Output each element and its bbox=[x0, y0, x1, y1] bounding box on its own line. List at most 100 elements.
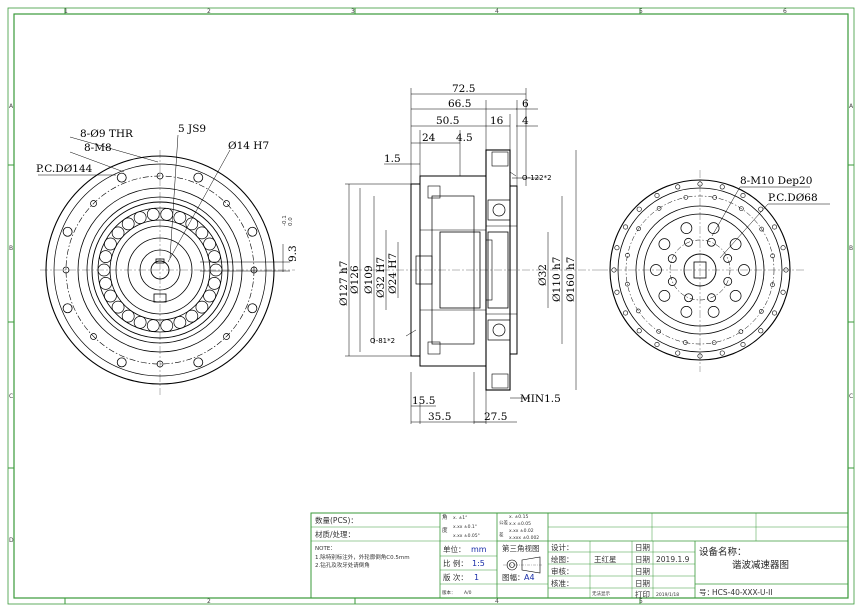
ring-hole bbox=[759, 309, 764, 314]
flange-hole bbox=[758, 328, 764, 334]
ring-hole bbox=[636, 226, 641, 231]
m10-threaded-hole bbox=[723, 254, 733, 263]
left-front-view bbox=[38, 134, 295, 395]
note-2: 2.钻孔及攻牙处请倒角 bbox=[315, 561, 370, 569]
design-label: 设计： bbox=[551, 542, 574, 552]
bearing-ball bbox=[99, 277, 112, 290]
pcd-label: P.C.DØ144 bbox=[36, 163, 93, 175]
oring-top-label: O-122*2 bbox=[522, 174, 552, 182]
ring-hole bbox=[711, 340, 717, 345]
lin-tol-4: x.xxx ±0.002 bbox=[509, 535, 539, 541]
zone-col-6: 6 bbox=[783, 8, 787, 15]
flange-hole bbox=[614, 245, 620, 251]
sheet-value: A4 bbox=[524, 573, 535, 582]
device-name: 谐波减速器图 bbox=[732, 559, 789, 571]
zone-col-5: 5 bbox=[639, 8, 643, 15]
note-title: NOTE： bbox=[315, 546, 336, 552]
zone-row-c-right: C bbox=[849, 393, 853, 400]
dim-dia-127: Ø127 h7 bbox=[338, 261, 350, 306]
key-tol-upper: -0.1 bbox=[282, 215, 288, 226]
zone-row-b-right: B bbox=[849, 245, 853, 252]
left-view-annotations: 8-Ø9 THR 8-M8 P.C.DØ144 5 JS9 Ø14 H7 9.3… bbox=[36, 123, 299, 262]
m10-threaded-hole bbox=[684, 293, 693, 303]
unit-value: mm bbox=[471, 545, 487, 554]
through-hole bbox=[193, 357, 204, 368]
ring-hole bbox=[739, 206, 744, 211]
right-view-annotations: 8-M10 Dep20 P.C.DØ68 bbox=[740, 175, 818, 204]
version-value: 1 bbox=[474, 573, 479, 582]
revision-value: A/0 bbox=[464, 590, 472, 596]
zone-col-5-bottom: 5 bbox=[639, 598, 643, 605]
lightening-hole bbox=[680, 306, 693, 318]
bearing-ball bbox=[195, 300, 209, 314]
threaded-hole bbox=[223, 200, 230, 207]
bearing-ball bbox=[208, 250, 221, 263]
through-hole bbox=[193, 172, 204, 183]
right-rear-view bbox=[600, 170, 830, 372]
holes-label: 8-Ø9 THR bbox=[80, 128, 134, 140]
lightening-hole bbox=[707, 222, 720, 234]
bearing-ball bbox=[160, 208, 174, 221]
title-block bbox=[310, 512, 849, 599]
bearing-ball bbox=[203, 237, 216, 251]
flange-hole bbox=[719, 350, 725, 356]
bearing-ball bbox=[99, 250, 112, 263]
print-date: 2019/1/18 bbox=[656, 592, 679, 598]
key-depth-label: 9.3 bbox=[287, 245, 299, 262]
threaded-hole bbox=[223, 333, 230, 340]
bearing-ball bbox=[133, 211, 147, 224]
through-hole bbox=[62, 226, 73, 237]
zone-row-d: D bbox=[9, 537, 14, 544]
sheet-label: 图幅： bbox=[502, 572, 525, 582]
threaded-hole bbox=[156, 172, 164, 180]
through-hole bbox=[62, 303, 73, 314]
flange-hole bbox=[614, 289, 620, 295]
ring-hole bbox=[625, 253, 630, 258]
flange-hole bbox=[611, 267, 617, 273]
dim-width-f: 24 bbox=[422, 132, 436, 144]
m10-threaded-hole bbox=[723, 277, 733, 286]
section-view bbox=[340, 88, 600, 424]
through-hole bbox=[116, 357, 127, 368]
date-value: 2019.1.9 bbox=[656, 555, 690, 564]
deg-label: 度 bbox=[442, 526, 448, 534]
flange-hole bbox=[719, 184, 725, 190]
bearing-ball bbox=[208, 277, 221, 290]
dim-width-total: 72.5 bbox=[452, 83, 475, 95]
ring-hole bbox=[712, 195, 718, 200]
revision-label: 版本： bbox=[442, 589, 456, 596]
dim-width-h: 1.5 bbox=[384, 153, 401, 165]
threaded-hole bbox=[90, 200, 97, 207]
dim-bottom-min: MIN1.5 bbox=[520, 393, 561, 405]
bearing-ball bbox=[121, 309, 135, 323]
lin-tol-3: x.xx ±0.02 bbox=[509, 528, 534, 534]
bearing-ball bbox=[104, 237, 117, 251]
flange-hole bbox=[780, 245, 786, 251]
bearing-ball bbox=[104, 289, 117, 303]
drawing-no: HCS-40-XXX-U-II bbox=[712, 588, 773, 597]
approve-label: 核准： bbox=[551, 578, 574, 588]
m10-threaded-hole bbox=[684, 237, 693, 247]
lightening-hole bbox=[658, 238, 671, 250]
oring-bottom-label: O-81*2 bbox=[370, 337, 395, 345]
zone-col-4-bottom: 4 bbox=[495, 598, 499, 605]
dim-bottom-a: 15.5 bbox=[412, 395, 435, 407]
flange-hole bbox=[771, 224, 777, 230]
dim-bottom-c: 27.5 bbox=[484, 411, 507, 423]
ring-hole bbox=[656, 329, 661, 334]
scale-label: 比 例： bbox=[443, 558, 468, 568]
date-label-4: 日期 bbox=[635, 579, 650, 588]
dim-width-b: 50.5 bbox=[436, 115, 459, 127]
bearing-ball bbox=[203, 289, 216, 303]
threaded-hole bbox=[90, 333, 97, 340]
bearing-ball bbox=[185, 309, 199, 323]
lin-label-2: 差 bbox=[499, 531, 504, 538]
ring-hole bbox=[770, 253, 775, 259]
lin-label-1: 公差 bbox=[499, 519, 508, 526]
bearing-ball bbox=[133, 316, 147, 329]
projection-label: 第三角视图 bbox=[502, 543, 540, 553]
section-view-dimensions: 72.5 66.5 6 50.5 16 4 24 4.5 1.5 O-122*2… bbox=[338, 83, 577, 423]
flange-hole bbox=[675, 184, 681, 190]
ring-hole bbox=[656, 206, 662, 211]
key-tol-lower: 0.0 bbox=[288, 217, 294, 226]
